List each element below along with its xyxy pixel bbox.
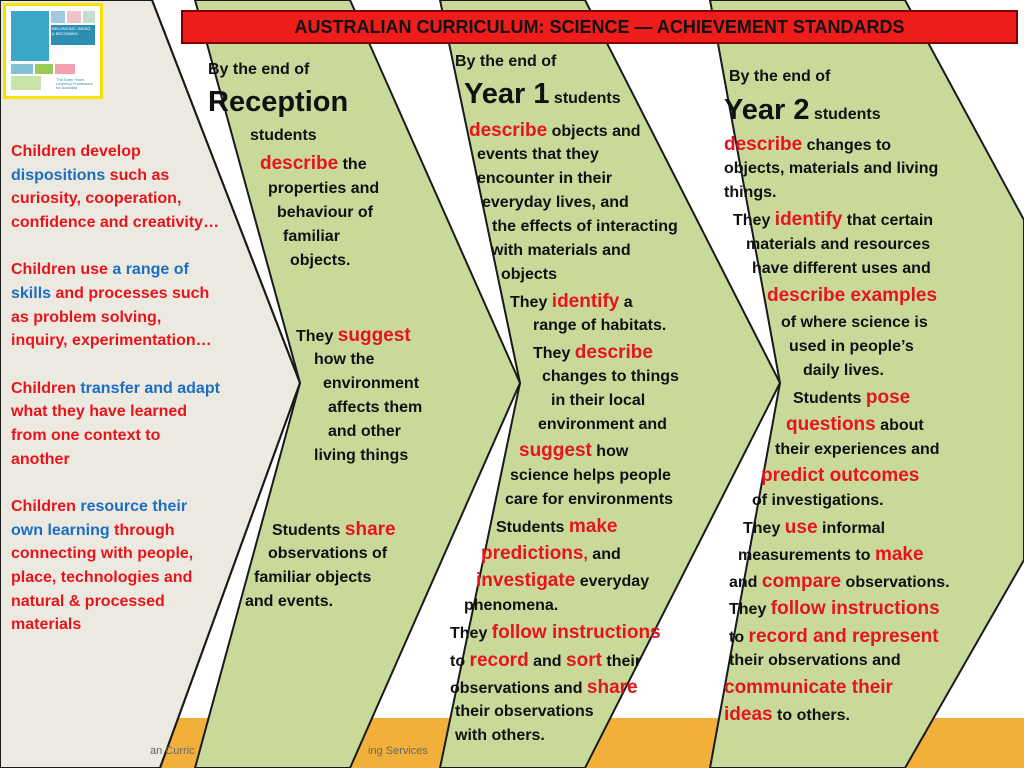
reception-line: They suggest [296, 325, 411, 346]
year2-line: objects, materials and living [724, 160, 939, 177]
title-banner: AUSTRALIAN CURRICULUM: SCIENCE — ACHIEVE… [181, 10, 1018, 44]
lp4-c: through connecting with people, place, t… [11, 521, 194, 634]
year2-line: questions about [786, 414, 924, 435]
year1-line: Students make [496, 516, 618, 537]
footer-right-text: ing Services [368, 745, 428, 757]
year1-line: encounter in their [477, 170, 613, 187]
reception-line: how the [314, 351, 375, 368]
year2-line: ideas to others. [724, 704, 850, 725]
year1-line: observations and share [450, 677, 638, 698]
year2-intro: By the end of [729, 68, 831, 85]
lp3-c: what they have learned from one context … [11, 403, 188, 468]
year1-line: They follow instructions [450, 622, 661, 643]
year1-line: with others. [455, 727, 545, 744]
year1-line: with materials and [491, 242, 631, 259]
year2-line: predict outcomes [761, 465, 920, 486]
reception-heading: Reception [208, 86, 349, 118]
year1-line: the effects of interacting [492, 218, 678, 235]
lp1-b: dispositions [11, 166, 106, 184]
year1-heading: Year 1 students [464, 78, 621, 110]
year1-line: range of habitats. [533, 317, 667, 334]
lp1-c: such as curiosity, cooperation, confiden… [11, 166, 220, 231]
page-title: AUSTRALIAN CURRICULUM: SCIENCE — ACHIEVE… [294, 16, 905, 37]
logo-subtitle: The Early Years Learning Framework for A… [56, 77, 93, 90]
year2-line: materials and resources [746, 236, 931, 253]
year1-line: phenomena. [464, 597, 559, 614]
year2-line: describe changes to [724, 134, 892, 155]
lp3-b: transfer and adapt [80, 379, 220, 397]
reception-line: familiar [283, 228, 340, 245]
year2-line: They identify that certain [733, 209, 934, 230]
year2-heading: Year 2 students [724, 94, 881, 126]
year1-line: everyday lives, and [482, 194, 629, 211]
reception-line: behaviour of [277, 204, 374, 221]
lp2-b: a range of skills [11, 261, 189, 302]
year1-line: describe objects and [469, 120, 641, 141]
left-paragraph-3: Children transfer and adapt what they ha… [11, 377, 221, 471]
year2-line: measurements to make [738, 544, 924, 565]
year1-line: to record and sort their [450, 650, 642, 671]
year2-line: of investigations. [752, 492, 884, 509]
year1-line: in their local [551, 392, 646, 409]
year1-line: They describe [533, 342, 653, 363]
lp3-a: Children [11, 379, 81, 397]
logo-title-box: BELONGING, BEING & BECOMING [51, 25, 95, 45]
year2-line: They use informal [743, 517, 886, 538]
reception-line: familiar objects [254, 569, 372, 586]
year1-line: objects [501, 266, 558, 283]
logo-title: BELONGING, BEING & BECOMING [52, 26, 91, 36]
year2-line: their observations and [729, 652, 901, 669]
reception-line: properties and [268, 180, 380, 197]
left-arrow-outline [0, 0, 302, 768]
reception-line: observations of [268, 545, 388, 562]
year1-line: events that they [477, 146, 599, 163]
year2-line: They follow instructions [729, 598, 940, 619]
year1-intro: By the end of [455, 53, 557, 70]
left-panel-text: Children develop dispositions such as cur… [11, 140, 221, 661]
year2-line: of where science is [781, 314, 928, 331]
reception-line: students [250, 127, 317, 144]
year2-line: used in people’s [789, 338, 914, 355]
reception-line: and other [328, 423, 401, 440]
year1-line: changes to things [542, 368, 679, 385]
left-paragraph-4: Children resource their own learning thr… [11, 495, 221, 637]
reception-line: environment [323, 375, 420, 392]
year2-line: daily lives. [803, 362, 884, 379]
lp4-b: resource their own learning [11, 498, 188, 539]
year1-line: their observations [455, 703, 594, 720]
year1-line: predictions, and [481, 543, 621, 564]
lp1-a: Children develop [11, 143, 141, 160]
year1-line: They identify a [510, 291, 633, 312]
reception-intro: By the end of [208, 61, 310, 78]
reception-line: affects them [328, 399, 423, 416]
year2-line: things. [724, 184, 777, 201]
reception-line: and events. [245, 593, 334, 610]
lp2-c: and processes such as problem solving, i… [11, 284, 212, 350]
year1-line: care for environments [505, 491, 674, 508]
eylf-logo: BELONGING, BEING & BECOMING The Early Ye… [3, 3, 103, 99]
year1-line: suggest how [519, 440, 629, 461]
reception-line: objects. [290, 252, 351, 269]
left-paragraph-2: Children use a range of skills and proce… [11, 258, 221, 352]
logo-teal-block [11, 11, 49, 61]
year2-line: Students pose [793, 387, 911, 408]
year2-line: communicate their [724, 677, 893, 698]
year1-line: investigate everyday [476, 570, 650, 591]
year2-line: describe examples [767, 285, 938, 306]
year1-line: environment and [538, 416, 667, 433]
year1-line: science helps people [510, 467, 671, 484]
lp4-a: Children [11, 498, 81, 516]
year2-line: their experiences and [775, 441, 940, 458]
reception-line: living things [314, 447, 409, 464]
footer-left-text: an Curric [150, 745, 195, 757]
year2-line: have different uses and [752, 260, 931, 277]
year2-line: to record and represent [729, 626, 939, 647]
reception-line: describe the [260, 153, 367, 174]
left-paragraph-1: Children develop dispositions such as cur… [11, 140, 221, 234]
lp2-a: Children use [11, 261, 113, 279]
reception-line: Students share [272, 519, 396, 540]
year2-line: and compare observations. [729, 571, 950, 592]
